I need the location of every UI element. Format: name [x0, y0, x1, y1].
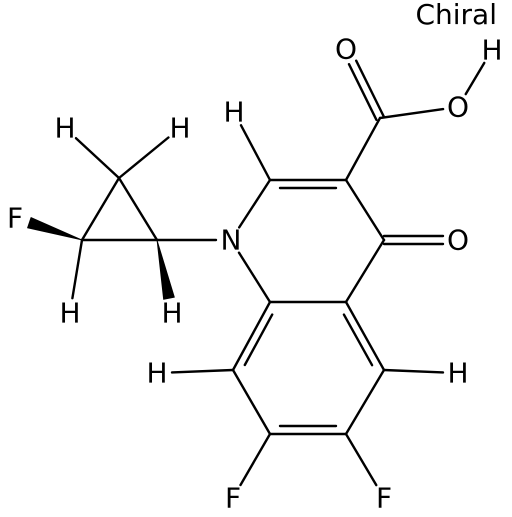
- atom-label-f6: F: [376, 482, 392, 515]
- atom-label-fp: F: [7, 202, 23, 235]
- bond-c4a-c4: [344, 238, 386, 304]
- atom-label-o1: O: [335, 33, 357, 66]
- bond-c1-c3: [344, 116, 382, 182]
- bond-layer: [27, 59, 486, 487]
- atom-label-f7: F: [225, 482, 241, 515]
- bond-cp2-cp3: [80, 176, 121, 242]
- atom-label-hp3: H: [59, 297, 80, 330]
- atom-label-hp1: H: [161, 297, 182, 330]
- atom-label-o2: O: [447, 91, 469, 124]
- bond-cp2-hpa: [74, 136, 121, 180]
- bond-c4a-c5-outer: [344, 300, 386, 372]
- atom-label-hpb: H: [169, 112, 190, 145]
- bond-c4a-c5-inner: [342, 313, 374, 367]
- wedge-bond-cp1-hp1: [156, 239, 175, 300]
- atom-label-h8: H: [146, 357, 167, 390]
- bond-c4-c3: [344, 178, 386, 242]
- atom-label-n1: N: [221, 224, 242, 257]
- bond-c2-n1: [237, 178, 272, 229]
- chiral-flag-label: Chiral: [415, 0, 497, 31]
- atom-label-h5: H: [447, 357, 468, 390]
- bond-c7-f7: [239, 432, 272, 487]
- bond-c1-o1-a: [355, 59, 385, 118]
- bond-c8-c8a-outer: [231, 300, 272, 372]
- atom-label-hpa: H: [54, 112, 75, 145]
- bond-n1-c8a: [237, 251, 272, 304]
- bond-c1-o1-b: [347, 62, 378, 122]
- wedge-bond-cp3-fp: [27, 217, 83, 241]
- bond-c1-o2: [378, 107, 445, 120]
- atom-label-ho: H: [481, 34, 502, 67]
- bond-c2-h2: [239, 124, 272, 182]
- bond-c8-h8: [170, 368, 235, 374]
- bond-c8-c8a-inner: [243, 313, 274, 367]
- bond-c7-c8: [231, 368, 272, 436]
- bond-cp2-hpb: [117, 136, 170, 180]
- bond-o2-ho: [464, 61, 486, 96]
- bond-c5-h5: [382, 368, 445, 374]
- bond-c6-f6: [344, 432, 378, 487]
- bond-cp3-hp3: [71, 238, 84, 300]
- bond-cp1-cp2: [117, 176, 159, 242]
- bond-c5-c6: [344, 368, 386, 436]
- atom-label-h2: H: [223, 96, 244, 129]
- atom-label-o4: O: [447, 224, 469, 257]
